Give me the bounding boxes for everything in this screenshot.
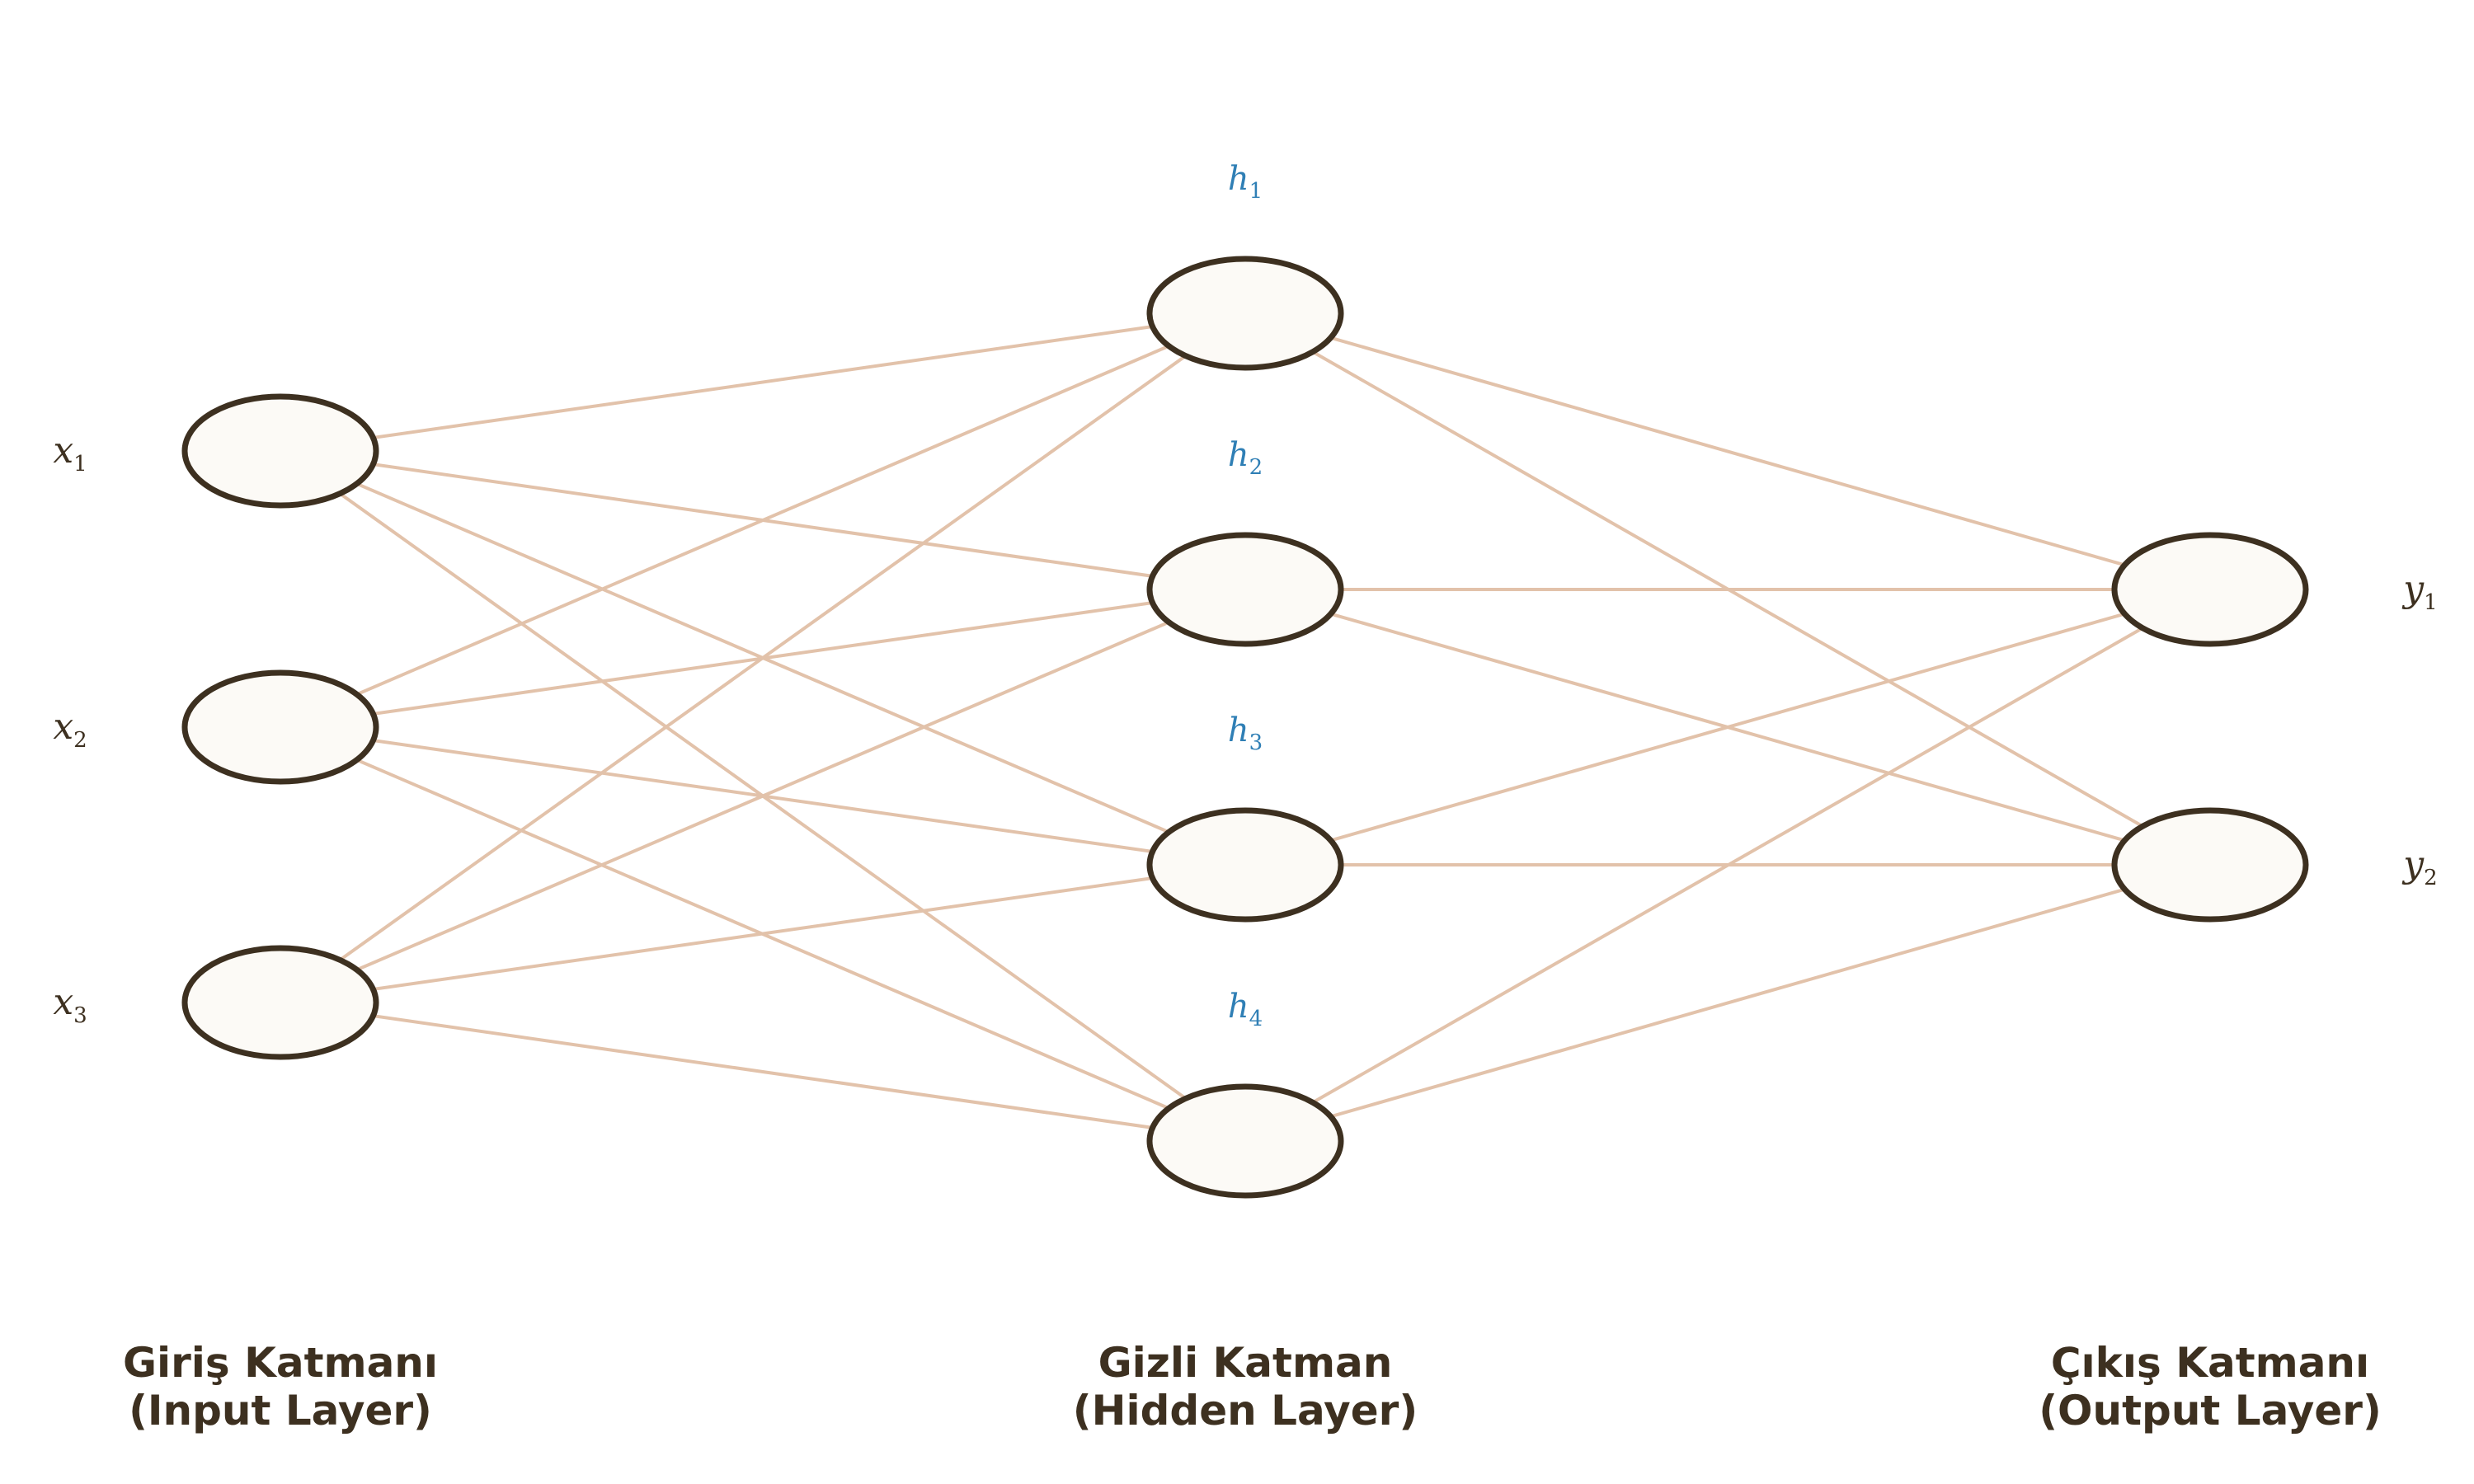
edge-input3-hidden2 xyxy=(280,588,1246,1004)
input-label-2: x2 xyxy=(53,706,87,753)
input-label-subscript-1: 1 xyxy=(73,452,87,477)
hidden-label-subscript-1: 1 xyxy=(1249,179,1263,204)
output-label-1: y1 xyxy=(2401,568,2437,615)
input-label-subscript-3: 3 xyxy=(73,1003,87,1028)
hidden-label-subscript-2: 2 xyxy=(1249,455,1263,480)
input-label-letter-1: x xyxy=(53,430,73,472)
edge-input2-hidden1 xyxy=(280,312,1246,729)
edge-hidden3-output1 xyxy=(1244,588,2211,866)
hidden-label-1: h1 xyxy=(1228,160,1263,204)
edge-input1-hidden1 xyxy=(280,312,1246,453)
edges xyxy=(279,312,2211,1143)
output-layer-title-line1: Çıkış Katmanı xyxy=(2051,1339,2369,1387)
output-label-subscript-1: 1 xyxy=(2424,590,2438,615)
hidden-label-letter-2: h xyxy=(1228,436,1249,474)
hidden-label-2: h2 xyxy=(1228,436,1263,480)
output-layer-title-line2: (Output Layer) xyxy=(2039,1387,2382,1435)
output-label-subscript-2: 2 xyxy=(2424,866,2438,890)
input-node-2 xyxy=(181,669,379,785)
hidden-node-3 xyxy=(1146,807,1344,923)
input-label-letter-2: x xyxy=(53,706,73,748)
hidden-label-letter-3: h xyxy=(1228,711,1249,749)
input-label-subscript-2: 2 xyxy=(73,728,87,753)
hidden-layer-title-line2: (Hidden Layer) xyxy=(1073,1387,1418,1435)
hidden-node-2 xyxy=(1146,532,1344,647)
input-node-1 xyxy=(181,393,379,509)
edge-hidden4-output1 xyxy=(1244,588,2211,1143)
output-label-letter-1: y xyxy=(2401,568,2425,610)
input-layer-title-line2: (Input Layer) xyxy=(129,1387,432,1435)
output-node-2 xyxy=(2111,807,2309,923)
hidden-label-subscript-3: 3 xyxy=(1249,730,1263,755)
hidden-node-1 xyxy=(1146,256,1344,371)
input-label-letter-3: x xyxy=(53,981,73,1023)
nodes xyxy=(181,256,2309,1199)
edge-hidden4-output2 xyxy=(1244,863,2211,1143)
hidden-node-4 xyxy=(1146,1083,1344,1199)
output-label-2: y2 xyxy=(2401,843,2437,890)
hidden-label-4: h4 xyxy=(1228,988,1263,1031)
hidden-label-subscript-4: 4 xyxy=(1249,1007,1263,1031)
input-label-1: x1 xyxy=(53,430,87,477)
hidden-label-3: h3 xyxy=(1228,711,1263,755)
input-label-3: x3 xyxy=(53,981,87,1028)
edge-input3-hidden1 xyxy=(279,312,1247,1004)
edge-hidden1-output1 xyxy=(1244,312,2211,591)
input-node-3 xyxy=(181,945,379,1060)
hidden-layer-title-line1: Gizli Katman xyxy=(1098,1339,1393,1387)
edge-input3-hidden4 xyxy=(280,1001,1246,1143)
output-label-letter-2: y xyxy=(2401,843,2425,885)
input-layer-title-line1: Giriş Katmanı xyxy=(123,1339,438,1387)
edge-input3-hidden3 xyxy=(280,863,1246,1004)
output-node-1 xyxy=(2111,532,2309,647)
hidden-label-letter-1: h xyxy=(1228,160,1249,198)
hidden-label-letter-4: h xyxy=(1228,988,1249,1026)
